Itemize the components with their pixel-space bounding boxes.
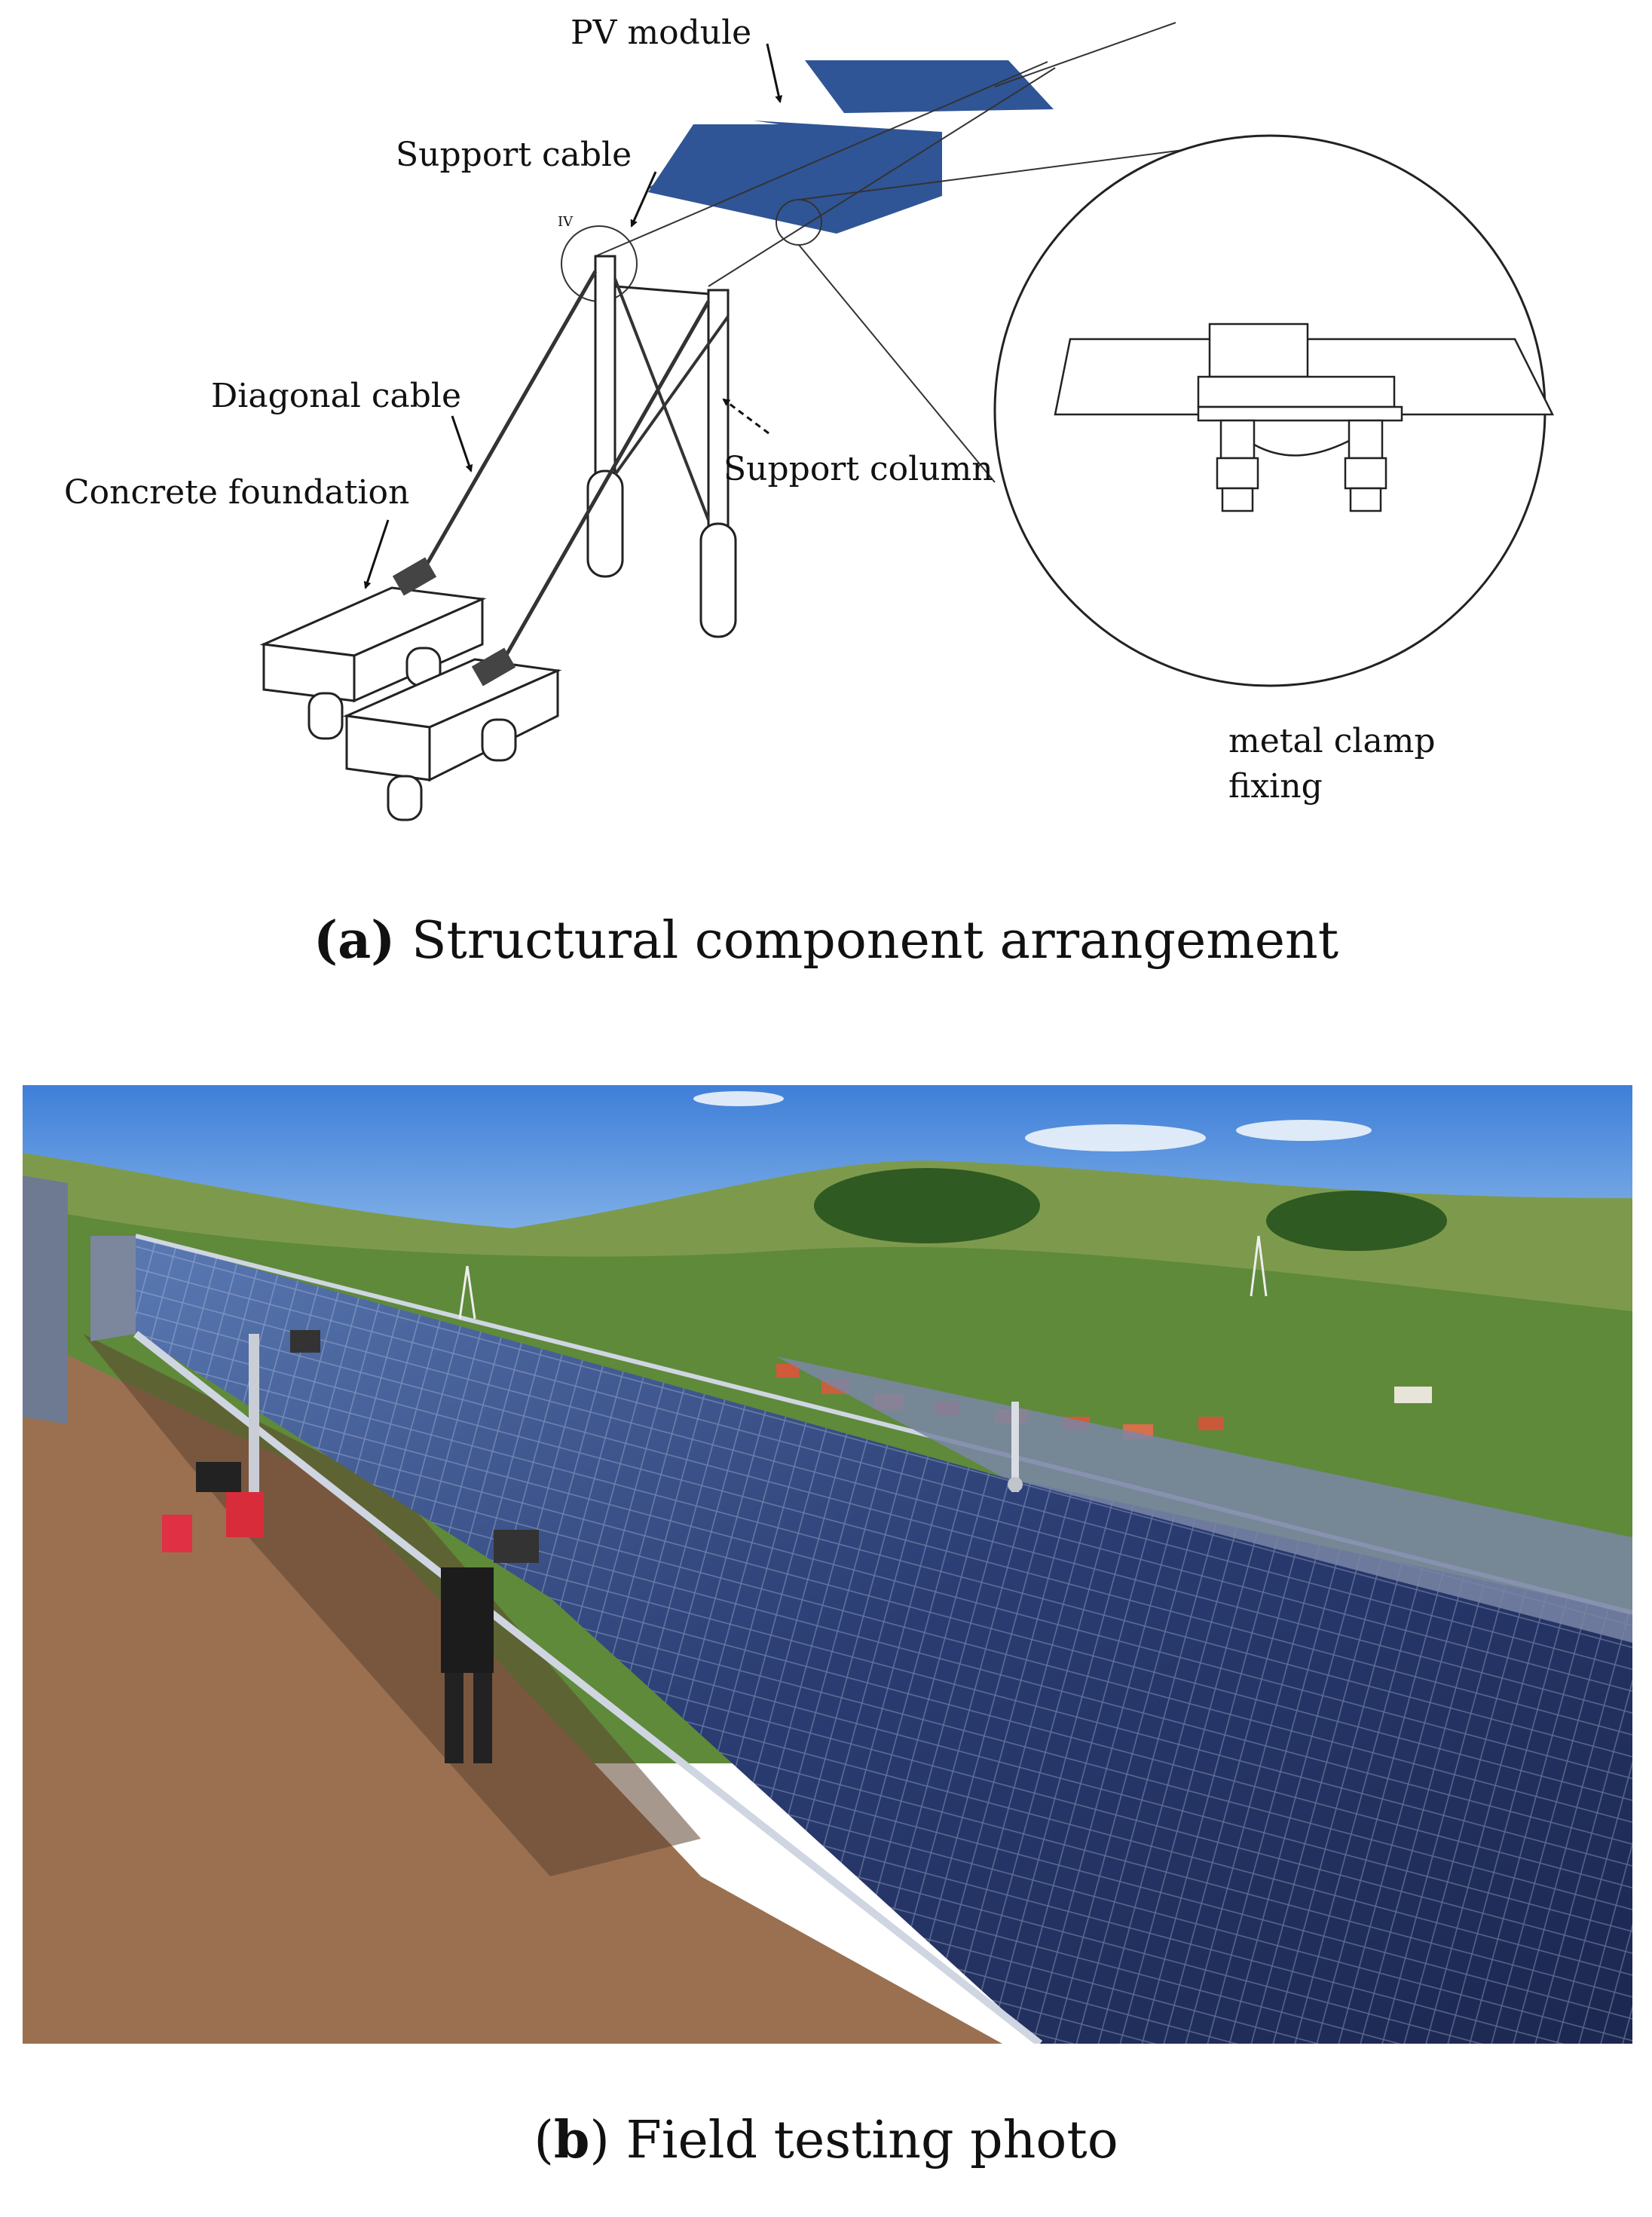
diagonal-cable-1 (420, 270, 598, 574)
red-stool (162, 1515, 192, 1552)
cloud (1236, 1120, 1372, 1141)
concrete-foundation-2 (342, 658, 562, 821)
diagonal-cable-4 (613, 315, 730, 476)
cloud (1025, 1124, 1206, 1151)
support-column-arrow (722, 398, 769, 435)
structural-diagram: IV (64, 14, 1555, 821)
sensor-pole (1011, 1402, 1019, 1492)
support-cable-label: Support cable (396, 136, 632, 174)
caption-a: (a) Structural component arrangement (313, 910, 1339, 971)
pv-module-front-right (754, 121, 942, 132)
caption-b: (b) Field testing photo (534, 2110, 1118, 2170)
pv-array-left (23, 1176, 68, 1424)
pv-array-main-cells (136, 1236, 1632, 2044)
pv-array-left-2 (90, 1236, 136, 1341)
support-column-2 (707, 289, 730, 529)
column-brace (614, 285, 709, 295)
field-testing-photo (23, 1085, 1632, 2044)
pv-array-far (776, 1356, 1632, 1643)
concrete-foundation-label: Concrete foundation (64, 473, 409, 512)
data-logger-box (290, 1330, 320, 1353)
equipment (196, 1462, 241, 1492)
column-pier-2 (699, 522, 737, 638)
person (441, 1567, 494, 1763)
data-logger-box (494, 1530, 539, 1563)
metal-clamp-drawing (1054, 323, 1555, 512)
forest-patch (814, 1168, 1040, 1243)
zoom-leader-top (798, 142, 1237, 200)
metal-clamp-label-line1: metal clamp (1228, 722, 1436, 760)
cloud (693, 1091, 784, 1106)
sensor-box (1008, 1477, 1023, 1492)
panel-frame-edge (133, 1331, 1043, 2044)
diagonal-cable-arrow (451, 415, 473, 472)
pv-module-arrow (766, 43, 783, 103)
pv-module-label: PV module (571, 14, 751, 52)
detail-marker-label: IV (558, 214, 574, 230)
diagonal-cable-2 (495, 300, 711, 672)
zoom-leader-bottom (798, 244, 996, 483)
support-column-1 (594, 255, 616, 476)
support-cable-3 (994, 22, 1176, 87)
support-cable-1 (595, 61, 1048, 257)
diagonal-cable-label: Diagonal cable (211, 377, 461, 415)
anchor-fitting-1 (392, 557, 437, 596)
support-column-label: Support column (724, 450, 993, 488)
anchor-fitting-2 (471, 647, 516, 687)
column-pier-1 (586, 469, 624, 578)
diagonal-cable-3 (613, 278, 710, 521)
concrete-foundation-arrow (363, 519, 390, 589)
support-cable-arrow (630, 171, 657, 228)
support-cable-2 (708, 67, 1056, 287)
pv-module-front-band (648, 124, 942, 234)
photo-support-column (249, 1334, 259, 1530)
power-tower (458, 1235, 1268, 1319)
concrete-foundation-1 (259, 586, 487, 740)
forest-patch (1266, 1191, 1447, 1251)
pv-module-back (805, 60, 1054, 113)
metal-clamp-label-line2: fixing (1228, 767, 1323, 806)
red-stool (226, 1492, 264, 1537)
